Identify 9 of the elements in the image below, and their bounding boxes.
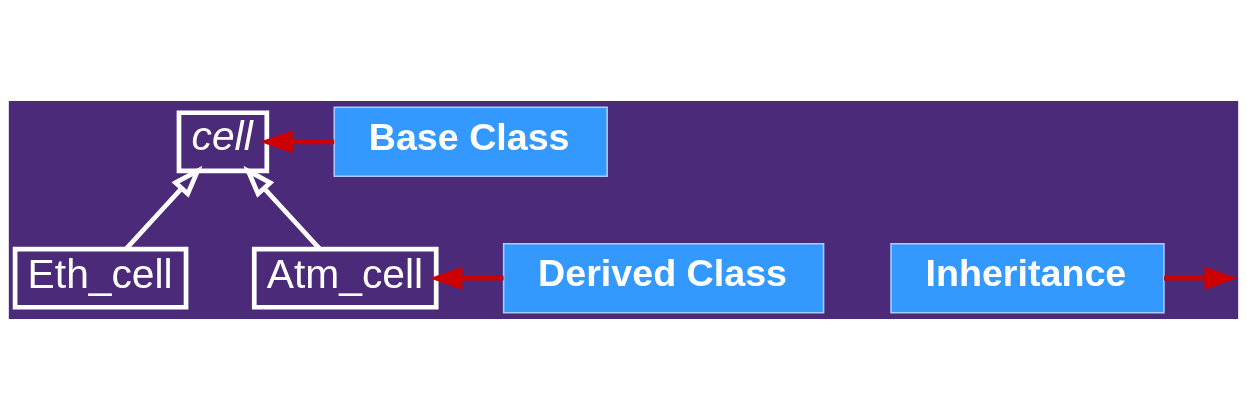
arrow	[429, 266, 504, 290]
node-box: cell	[176, 110, 270, 174]
arrow	[259, 130, 335, 154]
node-box: Inheritance	[890, 242, 1165, 314]
node-box: Base Class	[333, 106, 608, 178]
arrow	[1164, 266, 1238, 290]
node-box: Eth_cell	[12, 246, 189, 310]
node-box: Derived Class	[502, 242, 825, 314]
node-box: Atm_cell	[251, 246, 439, 310]
